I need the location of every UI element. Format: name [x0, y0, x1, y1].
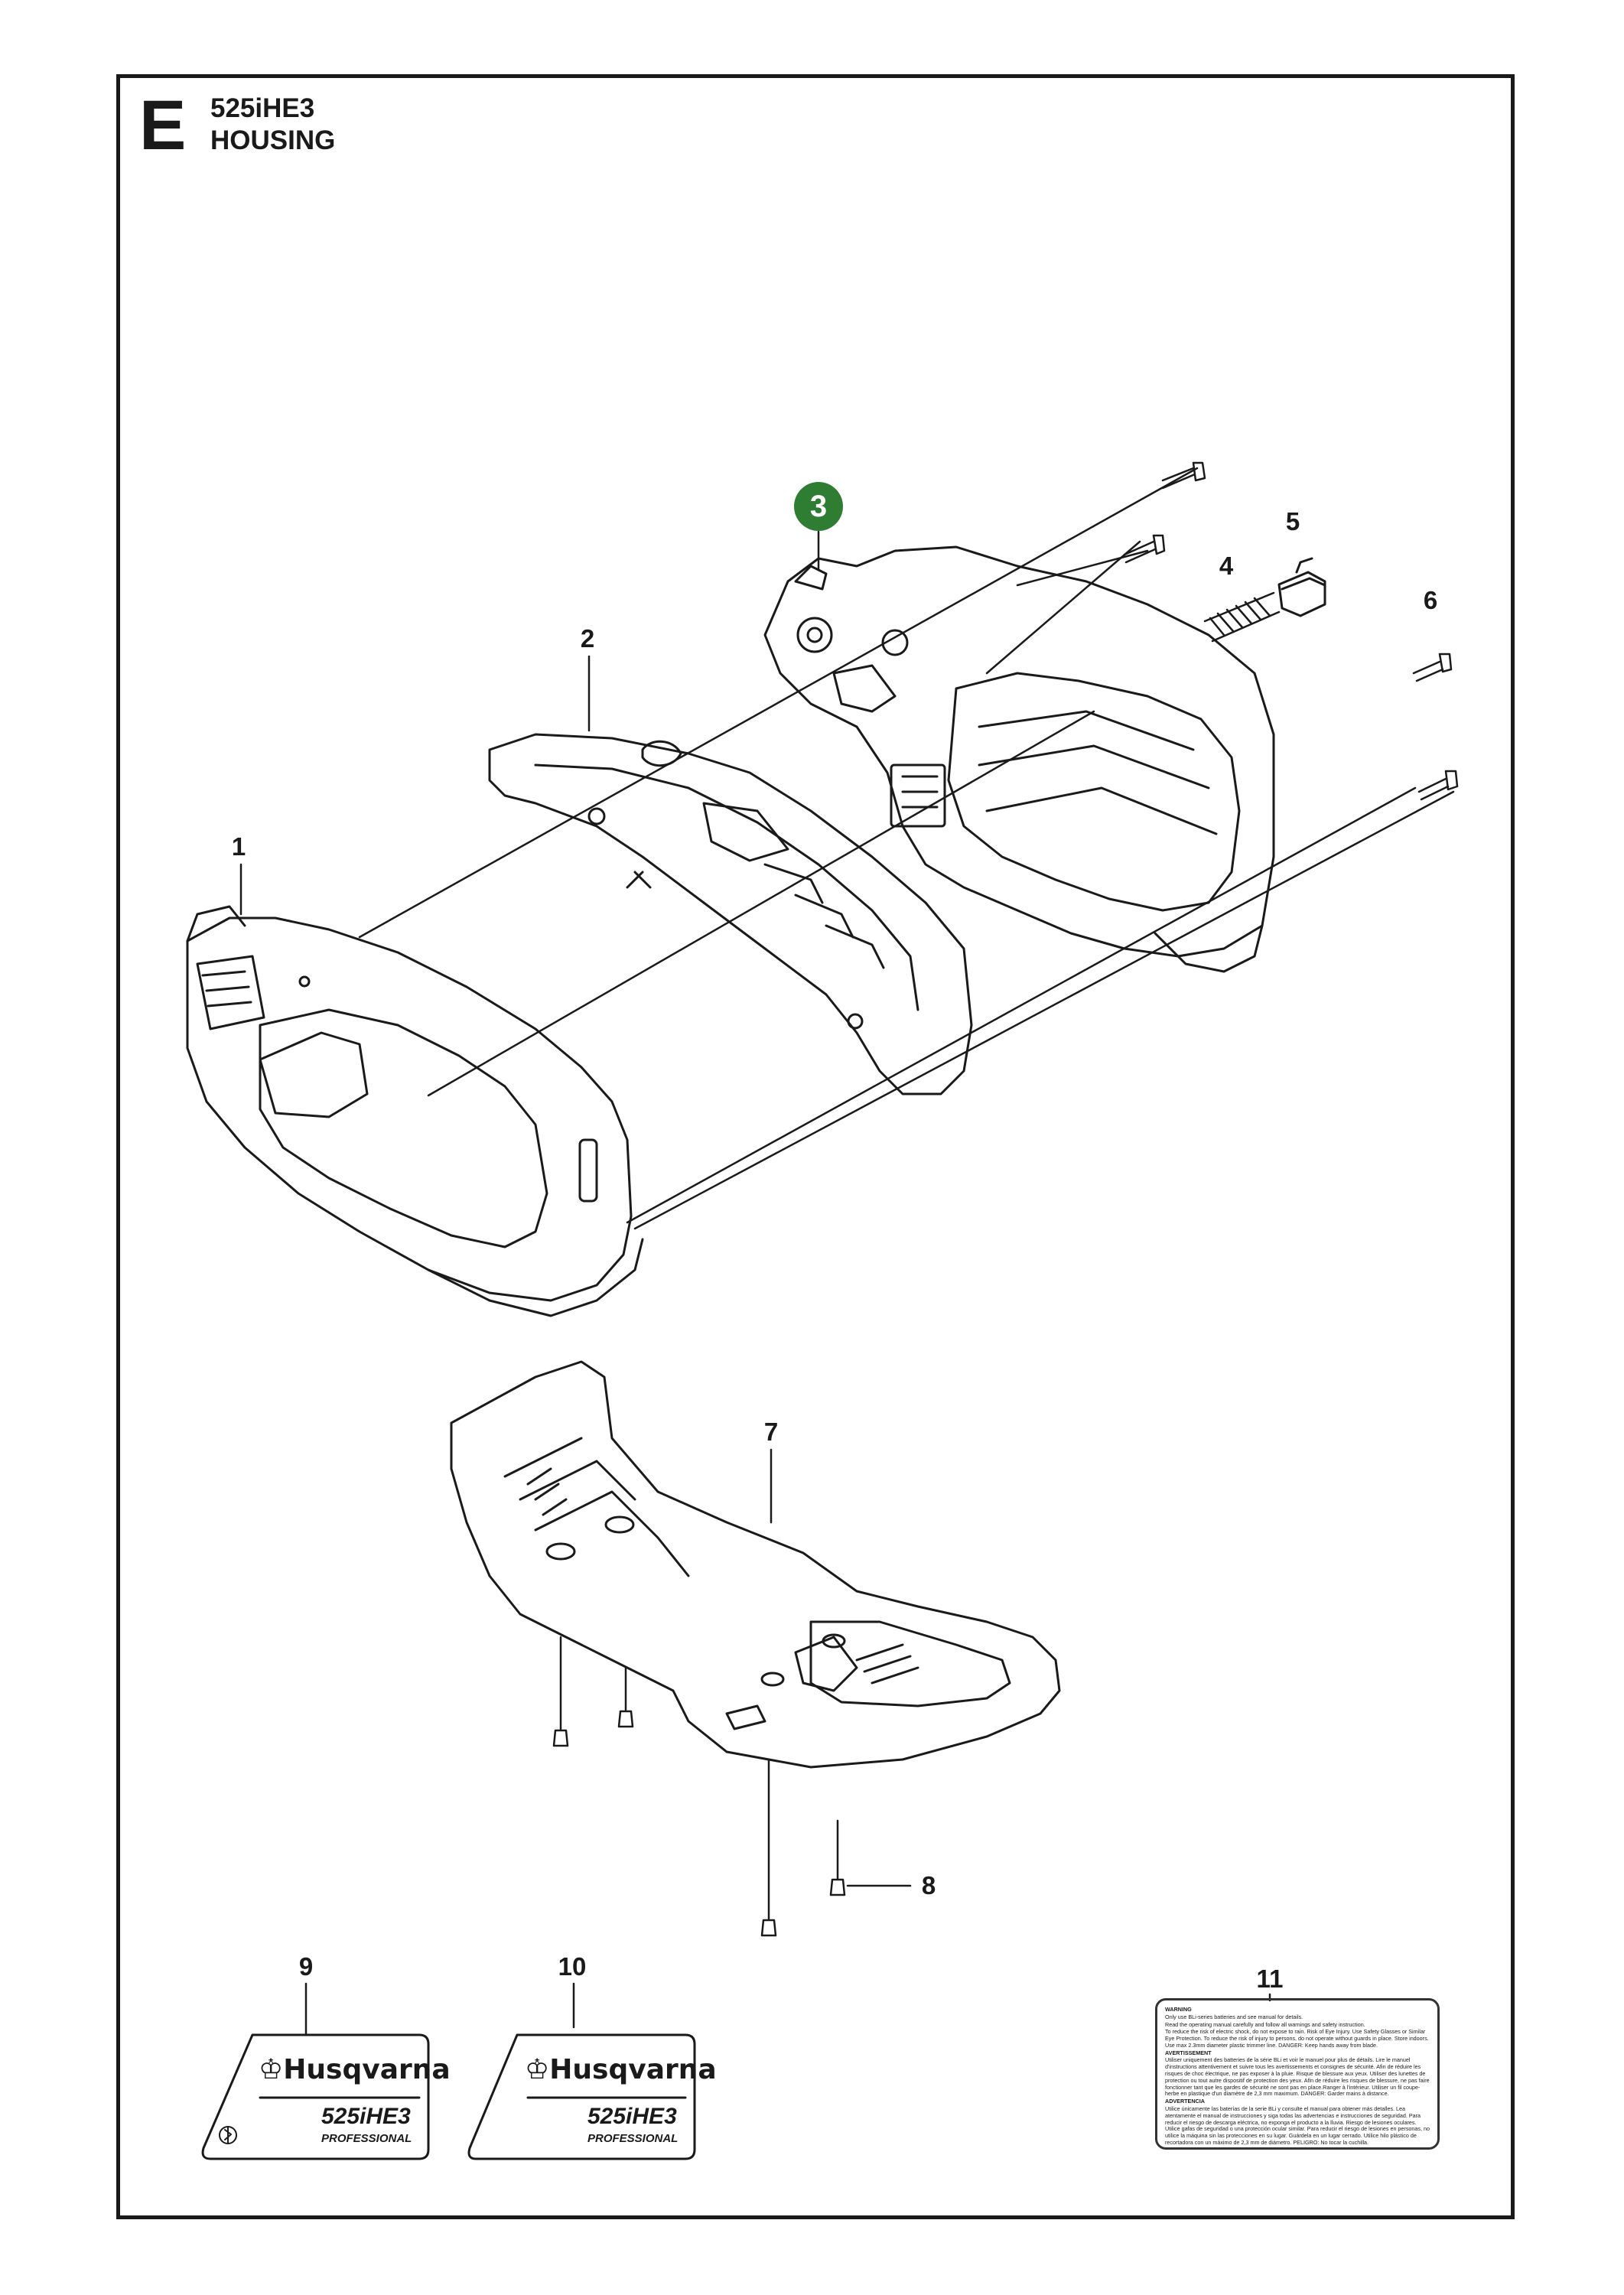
- part-4-spring: [1203, 591, 1281, 643]
- warning-heading-en: WARNING: [1165, 2006, 1192, 2013]
- part-3-front-housing: [763, 545, 1275, 973]
- callout-8: 8: [921, 1871, 936, 1899]
- callout-4: 4: [1219, 552, 1234, 580]
- decal-10-model: 525iHE3: [587, 2104, 677, 2129]
- husqvarna-crown-icon: ♔: [525, 2054, 550, 2085]
- page-frame: [116, 74, 1515, 2219]
- screws-lower: [552, 1636, 912, 1937]
- decal-10-shape: [467, 2033, 696, 2160]
- assembly-axis-lines: [358, 467, 1455, 1230]
- decal-10-grade: PROFESSIONAL: [587, 2132, 679, 2145]
- section-letter: E: [139, 86, 187, 164]
- warning-heading-fr: AVERTISSEMENT: [1165, 2049, 1212, 2056]
- section-title: HOUSING: [210, 125, 336, 155]
- husqvarna-crown-icon: ♔: [259, 2054, 284, 2085]
- part-7-lower-housing: [450, 1360, 1061, 1769]
- part-5-latch: [1277, 557, 1326, 617]
- decal-9-model: 525iHE3: [321, 2104, 411, 2129]
- warning-text-en-1: Only use BLi-series batteries and see ma…: [1165, 2013, 1303, 2020]
- callout-2: 2: [580, 624, 595, 653]
- decal-9-grade: PROFESSIONAL: [321, 2132, 412, 2145]
- part-2-top-handle: [488, 733, 973, 1095]
- part-1-rear-handle: [186, 905, 644, 1317]
- warning-text-en-2: Read the operating manual carefully and …: [1165, 2020, 1365, 2028]
- callout-3-highlight: 3: [794, 482, 843, 531]
- decal-9-brand: ♔Husqvarna: [259, 2054, 451, 2085]
- callout-7: 7: [763, 1418, 779, 1446]
- model-title: 525iHE3: [210, 93, 315, 123]
- decal-10-brand: ♔Husqvarna: [525, 2054, 717, 2085]
- callout-10: 10: [558, 1952, 587, 1981]
- callout-5: 5: [1285, 507, 1300, 536]
- screws-top: [1123, 461, 1459, 801]
- callout-6: 6: [1423, 586, 1438, 614]
- callout-1: 1: [231, 832, 246, 861]
- callout-11: 11: [1256, 1965, 1284, 1993]
- warning-label-11: WARNING Only use BLi-series batteries an…: [1155, 1998, 1440, 2150]
- warning-text-es: Utilice únicamente las baterías de la se…: [1165, 2105, 1430, 2146]
- callout-9: 9: [298, 1952, 314, 1981]
- decal-9-shape: [201, 2033, 430, 2160]
- warning-text-en-3: To reduce the risk of electric shock, do…: [1165, 2028, 1429, 2049]
- warning-heading-es: ADVERTENCIA: [1165, 2098, 1205, 2105]
- leader-lines: [239, 530, 1271, 2036]
- warning-text-fr: Utiliser uniquement des batteries de la …: [1165, 2056, 1430, 2098]
